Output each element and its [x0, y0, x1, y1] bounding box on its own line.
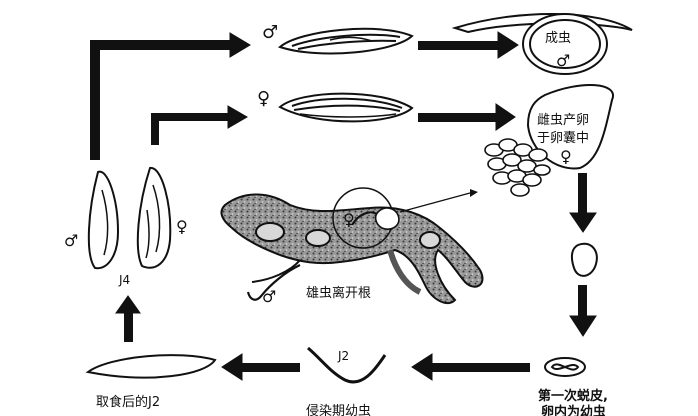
male-symbol-adult: ♂	[556, 51, 570, 70]
arrow-head-down-molt	[569, 315, 597, 337]
adult-worm-illustration	[451, 13, 633, 75]
arrow-j4-to-male	[90, 40, 230, 160]
arrow-head-down-egg	[569, 212, 597, 233]
arrow-head-to-egg-sac	[495, 103, 516, 131]
arrow-head-female	[227, 105, 248, 129]
label-feeding-j2: 取食后的J2	[96, 394, 160, 410]
j4-female-illustration	[136, 167, 172, 269]
male-leaving-root-illustration	[246, 264, 301, 301]
arrow-j4-to-female	[151, 113, 228, 145]
label-female-eggs-1: 雌虫产卵	[537, 112, 589, 128]
label-infective-juvenile: 侵染期幼虫	[306, 403, 371, 416]
first-molt-egg-illustration	[544, 357, 586, 377]
label-first-molt-2: 卵内为幼虫	[541, 404, 606, 416]
arrow-head-to-j2	[411, 353, 433, 381]
label-first-molt-1: 第一次蜕皮,	[538, 388, 608, 404]
root-illustration	[220, 193, 484, 305]
arrow-head-to-feeding-j2	[221, 353, 243, 381]
female-symbol-root: ♀	[343, 210, 355, 229]
male-symbol-j4: ♂	[64, 231, 78, 250]
male-worm-illustration	[277, 27, 414, 55]
infective-j2-illustration	[307, 346, 387, 384]
arrow-head-male-top	[229, 32, 251, 58]
egg-cluster	[484, 138, 551, 197]
female-symbol-j4: ♀	[176, 217, 188, 236]
label-j4: J4	[118, 273, 130, 287]
arrows	[90, 31, 597, 381]
female-worm-illustration	[278, 92, 414, 123]
j4-male-illustration	[87, 170, 120, 270]
label-male-leaves-root: 雄虫离开根	[306, 285, 371, 301]
label-adult: 成虫	[545, 31, 571, 46]
egg-illustration	[570, 242, 598, 277]
label-j2: J2	[337, 349, 349, 363]
female-symbol-mid: ♀	[257, 88, 270, 109]
male-symbol-root: ♂	[262, 287, 276, 306]
female-egg-sac-illustration	[484, 84, 614, 197]
arrow-head-to-adult	[497, 31, 519, 59]
label-female-eggs-2: 于卵囊中	[537, 130, 589, 146]
feeding-j2-illustration	[85, 354, 217, 379]
male-symbol-top: ♂	[262, 22, 278, 43]
female-symbol-egg-sac: ♀	[560, 147, 572, 166]
arrow-head-up-j4	[115, 295, 141, 314]
root-magnify-circle	[332, 187, 478, 249]
